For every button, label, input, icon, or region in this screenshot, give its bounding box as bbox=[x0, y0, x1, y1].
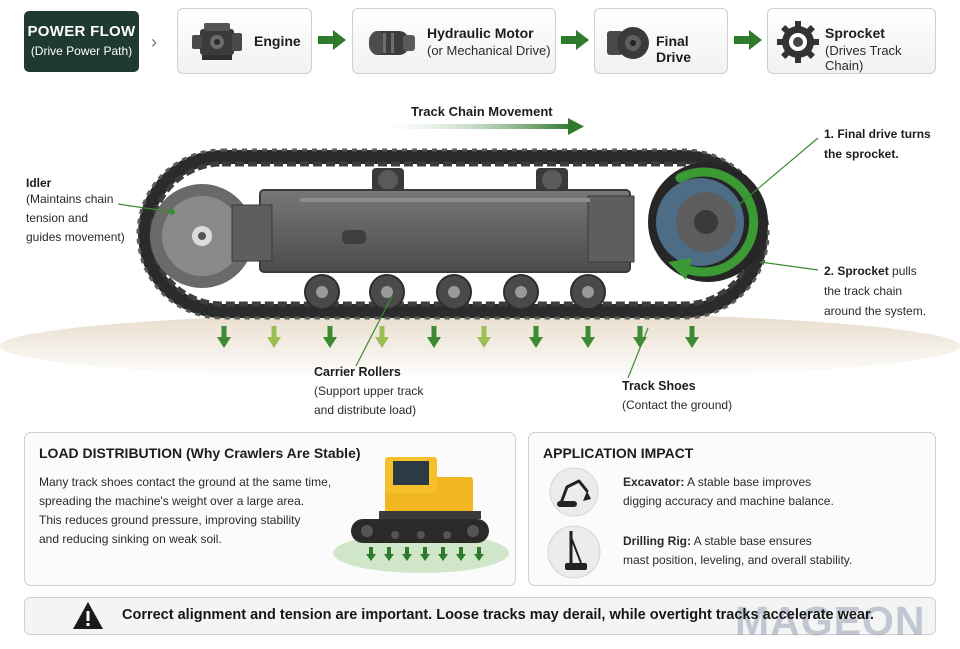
carrier-rollers-line: and distribute load) bbox=[314, 403, 417, 417]
flow-arrow-icon bbox=[318, 30, 346, 50]
power-flow-subtitle: (Drive Power Path) bbox=[30, 44, 133, 58]
carrier-rollers-line: (Support upper track bbox=[314, 384, 424, 398]
idler-wheel bbox=[150, 184, 254, 288]
movement-arrow-icon bbox=[365, 118, 584, 135]
sprocket-label: Sprocket bbox=[825, 25, 885, 41]
load-distribution-line: and reducing sinking on weak soil. bbox=[39, 532, 222, 546]
sprocket-line: around the system. bbox=[824, 304, 927, 318]
power-flow-badge: POWER FLOW (Drive Power Path) bbox=[24, 11, 139, 72]
carrier-rollers-title: Carrier Rollers bbox=[314, 365, 401, 379]
application-item-excavator: Excavator: A stable base improves diggin… bbox=[623, 473, 834, 511]
idler-line: tension and bbox=[26, 211, 89, 225]
application-item-drilling-rig: Drilling Rig: A stable base ensures mast… bbox=[623, 532, 852, 570]
load-distribution-line: spreading the machine's weight over a la… bbox=[39, 494, 305, 508]
final-drive-label: Final Drive bbox=[656, 33, 692, 65]
sprocket-callout-title: 2. Sprocket bbox=[824, 264, 889, 278]
carrier-roller-leader-line bbox=[355, 295, 393, 367]
load-distribution-line: This reduces ground pressure, improving … bbox=[39, 513, 301, 527]
carrier-rollers-callout: Carrier Rollers (Support upper track and… bbox=[314, 363, 423, 420]
load-distribution-line: Many track shoes contact the ground at t… bbox=[39, 475, 332, 489]
sprocket-leader-line bbox=[759, 261, 819, 271]
track-shoes-title: Track Shoes bbox=[622, 379, 696, 393]
power-flow-title: POWER FLOW bbox=[27, 23, 136, 40]
final-drive-icon bbox=[607, 27, 649, 59]
track-frame bbox=[231, 189, 635, 273]
drilling-rig-line1: A stable base ensures bbox=[691, 534, 812, 548]
warning-icon bbox=[73, 602, 103, 629]
flow-arrow-icon bbox=[561, 30, 589, 50]
final-drive-leader-line bbox=[734, 137, 819, 209]
engine-label: Engine bbox=[254, 33, 301, 49]
engine-icon bbox=[192, 23, 242, 60]
ground-soil bbox=[0, 312, 960, 380]
warning-bar bbox=[24, 597, 936, 635]
final-drive-line: the sprocket. bbox=[824, 147, 899, 161]
hydraulic-motor-sub: (or Mechanical Drive) bbox=[427, 43, 551, 58]
watermark-logo: MAGEON bbox=[735, 598, 926, 644]
application-impact-title: APPLICATION IMPACT bbox=[543, 445, 694, 461]
excavator-line1: A stable base improves bbox=[684, 475, 812, 489]
final-drive-callout: 1. Final drive turns the sprocket. bbox=[824, 124, 931, 164]
track-movement-label: Track Chain Movement bbox=[411, 104, 553, 119]
rotation-arrow-icon bbox=[675, 167, 759, 277]
load-distribution-panel: LOAD DISTRIBUTION (Why Crawlers Are Stab… bbox=[24, 432, 516, 586]
warning-text: Correct alignment and tension are import… bbox=[122, 607, 874, 623]
power-flow-step-final-drive: Final Drive bbox=[594, 8, 728, 74]
drilling-rig-name: Drilling Rig: bbox=[623, 534, 691, 548]
undercarriage-diagram bbox=[0, 118, 960, 380]
excavator-icon bbox=[549, 467, 599, 517]
sprocket-callout: 2. Sprocket pulls the track chain around… bbox=[824, 261, 926, 321]
idler-leader-line bbox=[117, 203, 173, 213]
hydraulic-motor-icon bbox=[369, 31, 415, 55]
track-shoes-line: (Contact the ground) bbox=[622, 398, 733, 412]
excavator-name: Excavator: bbox=[623, 475, 685, 489]
power-flow-step-sprocket: Sprocket (Drives Track Chain) bbox=[767, 8, 936, 74]
ground-pressure-arrows bbox=[217, 326, 699, 348]
power-flow-step-hydraulic-motor: Hydraulic Motor (or Mechanical Drive) bbox=[352, 8, 556, 74]
load-distribution-title: LOAD DISTRIBUTION (Why Crawlers Are Stab… bbox=[39, 445, 361, 461]
idler-line: guides movement) bbox=[26, 230, 125, 244]
drilling-rig-line2: mast position, leveling, and overall sta… bbox=[623, 553, 853, 567]
idler-callout: Idler (Maintains chain tension and guide… bbox=[26, 176, 125, 247]
sprocket-icon bbox=[777, 21, 819, 63]
track-shoes-callout: Track Shoes (Contact the ground) bbox=[622, 377, 732, 415]
idler-title: Idler bbox=[26, 176, 52, 190]
chevron-right-icon: › bbox=[151, 32, 157, 52]
sprocket-sub: (Drives Track Chain) bbox=[825, 43, 902, 73]
sprocket-callout-title-rest: pulls bbox=[888, 264, 917, 278]
sprocket-line: the track chain bbox=[824, 284, 903, 298]
application-impact-panel: APPLICATION IMPACT Excavator: A stable b… bbox=[528, 432, 936, 586]
excavator-illustration bbox=[333, 457, 509, 573]
final-drive-line: 1. Final drive turns bbox=[824, 127, 931, 141]
power-flow-step-engine: Engine bbox=[177, 8, 312, 74]
hydraulic-motor-label: Hydraulic Motor bbox=[427, 25, 534, 41]
drilling-rig-icon bbox=[547, 525, 601, 579]
excavator-line2: digging accuracy and machine balance. bbox=[623, 494, 834, 508]
track-shoes-leader-line bbox=[627, 327, 649, 379]
flow-arrow-icon bbox=[734, 30, 762, 50]
idler-line: (Maintains chain bbox=[26, 192, 114, 206]
